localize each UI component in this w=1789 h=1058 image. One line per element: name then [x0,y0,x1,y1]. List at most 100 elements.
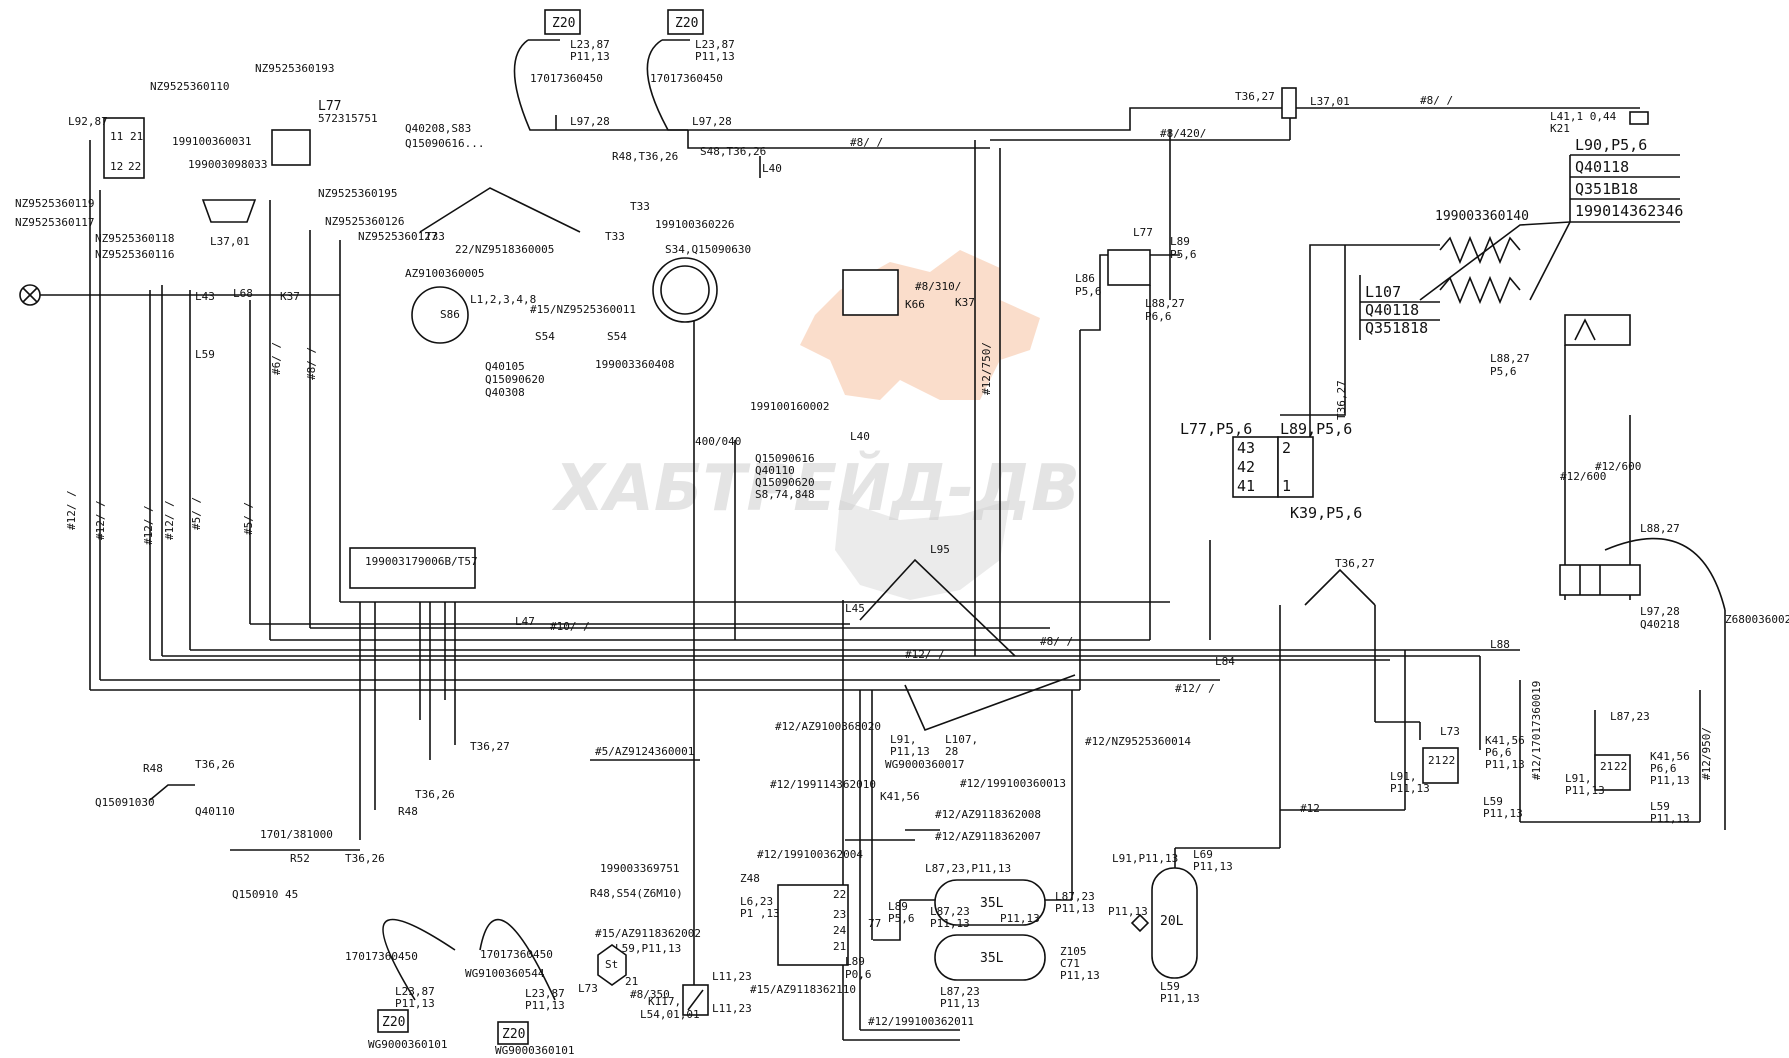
k21: K21 [1550,122,1570,135]
q-list-4: S8,74,848 [755,488,815,501]
relay-l73 [1422,747,1459,784]
svg-text:#12/ /: #12/ / [163,500,176,540]
nz-117: NZ9525360117 [15,216,94,229]
pn-199014362346: 199014362346 [1575,202,1683,220]
l107: L107 [1365,283,1401,301]
l92-87: L92,87 [68,115,108,128]
l84: L84 [1215,655,1235,668]
svg-text:11: 11 [110,130,123,143]
valve-l37-01-left [201,199,257,223]
w12-600: #12/600 [1560,470,1606,483]
w12-big: #12/ / [905,648,945,661]
z20-tr-label: Z20 [675,16,698,31]
svg-text:#6/ /: #6/ / [270,342,283,375]
l23-87-a: L23,87 [570,38,610,51]
l86-r: L86 [1075,272,1095,285]
t33-c: T33 [630,200,650,213]
wg-101-b: WG9000360101 [495,1044,574,1057]
l89-r: L89 [1170,235,1190,248]
t36-26-c: T36,26 [345,852,385,865]
n43: 43 [1237,439,1255,457]
wg-017: WG9000360017 [885,758,964,771]
l88-27-a: L88,27 [1145,297,1185,310]
w10: #10/ / [550,620,590,633]
l59-b: L59 [1160,980,1180,993]
q40208: Q40208,S83 [405,122,471,135]
k41-56-a: K41,56 [880,790,920,803]
motor-s86 [411,286,469,344]
q-list-1: Q15090616 [755,452,815,465]
p6-6-b: P6,6 [1485,746,1512,759]
svg-text:#12/ /: #12/ / [142,505,155,545]
pn-199100360031: 199100360031 [172,135,251,148]
q-list-3: Q15090620 [755,476,815,489]
pn-bottom-box: 199003179006B/T57 [365,555,478,568]
svg-text:#12/17017360019: #12/17017360019 [1530,681,1543,780]
l77-p5-6: L77,P5,6 [1180,420,1252,438]
w12-az-020: #12/AZ9100368020 [775,720,881,733]
n23: 23 [833,908,846,921]
l87-23-e: L87,23 [1610,710,1650,723]
w12-e: #12/ / [1175,682,1215,695]
t36-27-top: T36,27 [1235,90,1275,103]
l41-10-44: L41,1 0,44 [1550,110,1617,123]
p11-13-n: P11,13 [1108,905,1148,918]
n1: 1 [1282,477,1291,495]
l37-01-left: L37,01 [210,235,250,248]
w12-f: #12 [1300,802,1320,815]
w12-az-007: #12/AZ9118362007 [935,830,1041,843]
q40118-r: Q40118 [1575,158,1629,176]
l97-28-r: L97,28 [1640,605,1680,618]
valve-block-l89 [1277,436,1314,498]
l59-d: L59 [1650,800,1670,813]
nz-193: NZ9525360193 [255,62,334,75]
manifold [777,884,849,966]
l69: L69 [1193,848,1213,861]
s54-b: S54 [607,330,627,343]
k39-p5-6: K39,P5,6 [1290,504,1362,522]
pn-199100160002: 199100160002 [750,400,829,413]
l89-p5-6: L89,P5,6 [1280,420,1352,438]
w12-100-011: #12/199100362011 [868,1015,974,1028]
l77-tl: L77 [318,99,341,114]
svg-text:#5/ /: #5/ / [242,502,255,535]
q15090620: Q15090620 [485,373,545,386]
l107-28: L107, [945,733,978,746]
pn-199003369751: 199003369751 [600,862,679,875]
q150910-45: Q150910 45 [232,888,298,901]
l97-28-a: L97,28 [570,115,610,128]
l91-p11-13-b: L91,P11,13 [1112,852,1178,865]
l89-b: L89 [888,900,908,913]
w12-100-004: #12/199100362004 [757,848,863,861]
n42: 42 [1237,458,1255,476]
watermark-text: ХАБТРЕЙД-ДВ [551,450,1080,526]
p5-6-b: P5,6 [1075,285,1102,298]
n21-d: 21 [1600,760,1613,773]
k117: K117, [648,995,681,1008]
p11-13-s: P11,13 [1650,774,1690,787]
q40110-b: Q40110 [195,805,235,818]
t33-a: T33 [425,230,445,243]
l87-23-a: L87,23,P11,13 [925,862,1011,875]
l89-c: L89 [845,955,865,968]
tank-35l-b [934,934,1046,981]
p11-13-d: P1 ,13 [740,907,780,920]
p5-6-a: P5,6 [1170,248,1197,261]
q40118-m: Q40118 [1365,301,1419,319]
n24: 24 [833,924,847,937]
p11-13-q: P11,13 [1485,758,1525,771]
s54-a: S54 [535,330,555,343]
pn-199003360408: 199003360408 [595,358,674,371]
l87-23-d: L87,23 [940,985,980,998]
n21-b: 21 [625,975,638,988]
n28: 28 [945,745,958,758]
nz-195: NZ9525360195 [318,187,397,200]
n77: 77 [868,917,881,930]
pn-17017360450-d: 17017360450 [480,948,553,961]
l91-b: L91, [1565,772,1592,785]
p11-13-k: P11,13 [395,997,435,1010]
q15091030: Q15091030 [95,796,155,809]
t36-27-mid: T36,27 [1335,557,1375,570]
pn-199003098033: 199003098033 [188,158,267,171]
